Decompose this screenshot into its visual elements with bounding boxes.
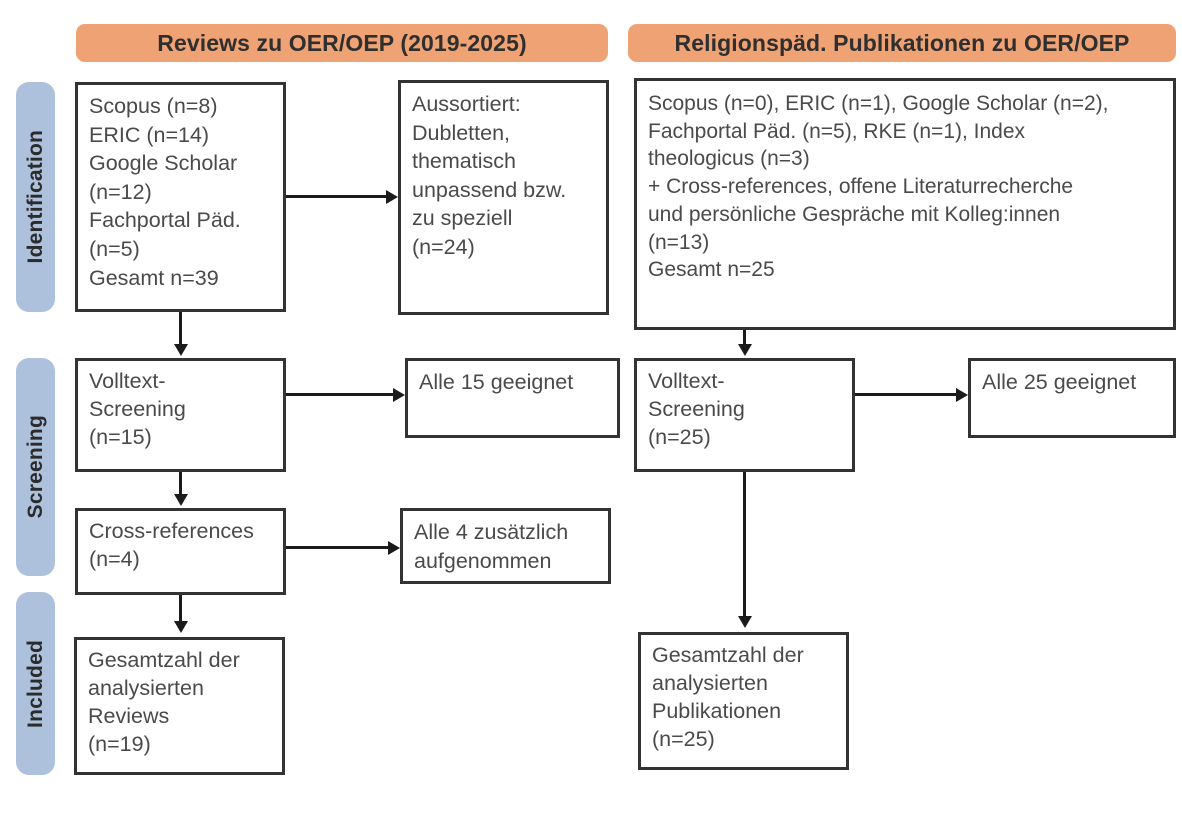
connector-reviews-crossref-to-result <box>286 546 388 549</box>
box-reviews-excluded: Aussortiert: Dubletten, thematisch unpas… <box>398 80 609 315</box>
phase-label-screening-text: Screening <box>23 415 47 519</box>
connector-reviews-fulltext-to-result <box>286 393 393 396</box>
arrowhead-religionspaed-fulltext-to-result <box>956 388 968 402</box>
box-reviews-sources: Scopus (n=8) ERIC (n=14) Google Scholar … <box>75 82 286 312</box>
column-header-religionspaed: Religionspäd. Publikationen zu OER/OEP <box>628 24 1176 62</box>
box-reviews-included-total: Gesamtzahl der analysierten Reviews (n=1… <box>74 637 285 775</box>
box-religionspaed-fulltext-result: Alle 25 geeignet <box>968 358 1176 438</box>
arrowhead-reviews-fulltext-to-result <box>393 388 405 402</box>
box-religionspaed-included-total: Gesamtzahl der analysierten Publikatione… <box>638 632 849 770</box>
connector-reviews-sources-to-excluded <box>286 195 386 198</box>
arrowhead-reviews-crossref-to-result <box>388 541 400 555</box>
box-religionspaed-sources: Scopus (n=0), ERIC (n=1), Google Scholar… <box>634 78 1176 330</box>
arrowhead-reviews-sources-to-excluded <box>386 190 398 204</box>
column-header-reviews: Reviews zu OER/OEP (2019-2025) <box>76 24 608 62</box>
arrowhead-reviews-sources-to-fulltext <box>174 344 188 356</box>
arrowhead-religionspaed-fulltext-to-included <box>738 616 752 628</box>
connector-religionspaed-fulltext-to-result <box>855 393 956 396</box>
arrowhead-religionspaed-sources-to-fulltext <box>738 344 752 356</box>
connector-reviews-fulltext-to-crossref <box>179 472 182 496</box>
arrowhead-reviews-fulltext-to-crossref <box>174 494 188 506</box>
box-religionspaed-fulltext-screening: Volltext- Screening (n=25) <box>634 358 855 472</box>
box-reviews-fulltext-screening: Volltext- Screening (n=15) <box>75 358 286 472</box>
box-reviews-crossref-result: Alle 4 zusätzlich aufgenommen <box>400 508 611 584</box>
connector-religionspaed-fulltext-to-included <box>743 472 746 618</box>
box-reviews-fulltext-result: Alle 15 geeignet <box>405 358 620 438</box>
connector-reviews-sources-to-fulltext <box>179 312 182 346</box>
connector-reviews-crossref-to-included <box>179 595 182 623</box>
phase-label-included-text: Included <box>23 639 47 728</box>
phase-label-screening: Screening <box>16 358 55 576</box>
phase-label-identification: Identification <box>16 82 55 312</box>
phase-label-identification-text: Identification <box>23 130 47 264</box>
phase-label-included: Included <box>16 592 55 775</box>
box-reviews-crossreferences: Cross-references (n=4) <box>75 508 286 595</box>
connector-religionspaed-sources-to-fulltext <box>743 330 746 346</box>
arrowhead-reviews-crossref-to-included <box>174 621 188 633</box>
